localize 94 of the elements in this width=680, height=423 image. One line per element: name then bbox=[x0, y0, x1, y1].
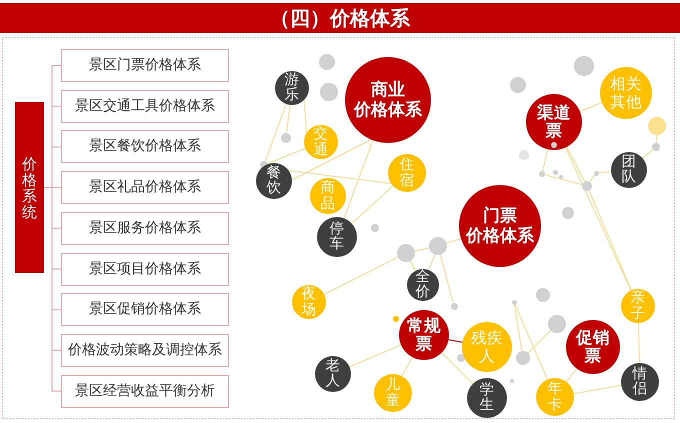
connector-line bbox=[588, 190, 632, 291]
connector-line bbox=[638, 322, 640, 364]
connector-line bbox=[566, 146, 586, 182]
main-bubble: 门票价格体系 bbox=[459, 185, 541, 267]
connector-line bbox=[324, 256, 398, 295]
connector-line bbox=[565, 147, 632, 291]
bubble-dot bbox=[371, 224, 379, 232]
main-bubble: 促销票 bbox=[566, 320, 620, 374]
bubble-dot bbox=[281, 133, 291, 143]
tag-bubble: 交通 bbox=[304, 125, 338, 159]
list-box: 景区项目价格体系 bbox=[61, 252, 229, 286]
tag-bubble: 相关其他 bbox=[600, 67, 652, 119]
connector-line bbox=[344, 140, 374, 219]
connector-line bbox=[264, 104, 287, 162]
tag-bubble: 情侣 bbox=[621, 363, 659, 401]
connector-line bbox=[351, 185, 394, 224]
bubble-dot bbox=[519, 150, 529, 160]
bubble-dot bbox=[512, 300, 516, 304]
connector-line bbox=[286, 104, 290, 134]
connector-line bbox=[542, 148, 548, 172]
bubble-dot bbox=[582, 181, 592, 191]
tag-bubble: 学生 bbox=[467, 378, 507, 418]
connector-line bbox=[414, 247, 430, 252]
list-box: 景区门票价格体系 bbox=[61, 49, 229, 82]
tag-bubble: 年卡 bbox=[536, 378, 574, 416]
bubble-dot bbox=[594, 170, 598, 176]
connector-line bbox=[267, 148, 306, 164]
bubble-dot bbox=[510, 77, 526, 93]
connector-line bbox=[527, 330, 552, 354]
bubble-dot bbox=[510, 379, 514, 383]
connector-line bbox=[448, 339, 463, 343]
bubble-text: 渠道票 bbox=[537, 104, 571, 140]
connector-line bbox=[402, 356, 413, 377]
list-box: 景区餐饮价格体系 bbox=[61, 130, 229, 164]
bubble-dot bbox=[536, 288, 550, 302]
bubble-dot bbox=[450, 302, 458, 310]
tag-bubble: 亲子 bbox=[621, 289, 655, 323]
tag-bubble: 游乐 bbox=[275, 71, 309, 105]
bubble-dot bbox=[574, 56, 594, 76]
tag-bubble: 商品 bbox=[310, 178, 346, 214]
bubble-dot bbox=[648, 117, 666, 135]
bubble-dot bbox=[397, 244, 415, 262]
tree-line bbox=[44, 187, 62, 392]
bubble-dot bbox=[652, 143, 660, 151]
list-box: 景区服务价格体系 bbox=[61, 212, 229, 245]
bubble-dot bbox=[548, 315, 566, 333]
connector-line bbox=[428, 254, 436, 271]
tag-bubble: 夜场 bbox=[292, 285, 326, 319]
tag-bubble: 老人 bbox=[315, 356, 351, 392]
bubble-dot bbox=[320, 83, 338, 101]
title-banner: （四）价格体系 bbox=[0, 3, 680, 33]
main-bubble: 常规票 bbox=[399, 310, 449, 360]
tag-bubble: 儿童 bbox=[374, 374, 412, 412]
list-box: 景区礼品价格体系 bbox=[61, 171, 229, 204]
bubble-dot bbox=[393, 316, 399, 322]
connector-line bbox=[349, 344, 402, 368]
connector-line bbox=[656, 134, 658, 144]
bubble-dot bbox=[551, 142, 557, 148]
connector-line bbox=[514, 304, 522, 352]
connector-line bbox=[410, 260, 416, 272]
connector-line bbox=[573, 384, 622, 394]
connector-line bbox=[441, 352, 474, 384]
category-box: 价格系统 bbox=[15, 102, 44, 273]
tag-bubble: 餐饮 bbox=[256, 163, 292, 199]
connector-line bbox=[598, 171, 612, 174]
bubble-dot bbox=[559, 175, 563, 179]
tag-bubble: 停车 bbox=[317, 217, 357, 257]
connector-line bbox=[589, 174, 596, 182]
bubble-dot bbox=[319, 54, 335, 70]
bubble-dot bbox=[562, 207, 574, 219]
connector-line bbox=[288, 170, 392, 184]
bubble-dot bbox=[539, 171, 545, 177]
tag-bubble: 团队 bbox=[611, 152, 647, 188]
main-bubble: 商业价格体系 bbox=[345, 57, 431, 143]
connector-line bbox=[440, 254, 454, 304]
connector-line bbox=[304, 100, 308, 134]
tag-bubble: 全价 bbox=[407, 269, 439, 301]
bubble-dot bbox=[552, 170, 558, 174]
list-box: 价格波动策略及调控体系 bbox=[61, 334, 229, 367]
bubble-dot bbox=[457, 354, 465, 362]
connector-line bbox=[642, 149, 654, 159]
connector-line bbox=[566, 368, 578, 382]
list-box: 景区促销价格体系 bbox=[61, 293, 229, 326]
connector-line bbox=[446, 238, 462, 244]
list-box: 景区经营收益平衡分析 bbox=[61, 374, 229, 408]
connector-line bbox=[514, 304, 548, 380]
bubble-dot bbox=[516, 351, 530, 365]
tag-bubble: 残疾人 bbox=[462, 322, 512, 372]
connector-line bbox=[544, 174, 583, 186]
list-box: 景区交通工具价格体系 bbox=[61, 90, 229, 123]
bubble-dot bbox=[429, 237, 447, 255]
connector-line bbox=[292, 139, 372, 180]
tag-bubble: 住宿 bbox=[388, 154, 426, 192]
connector-line bbox=[580, 102, 602, 112]
